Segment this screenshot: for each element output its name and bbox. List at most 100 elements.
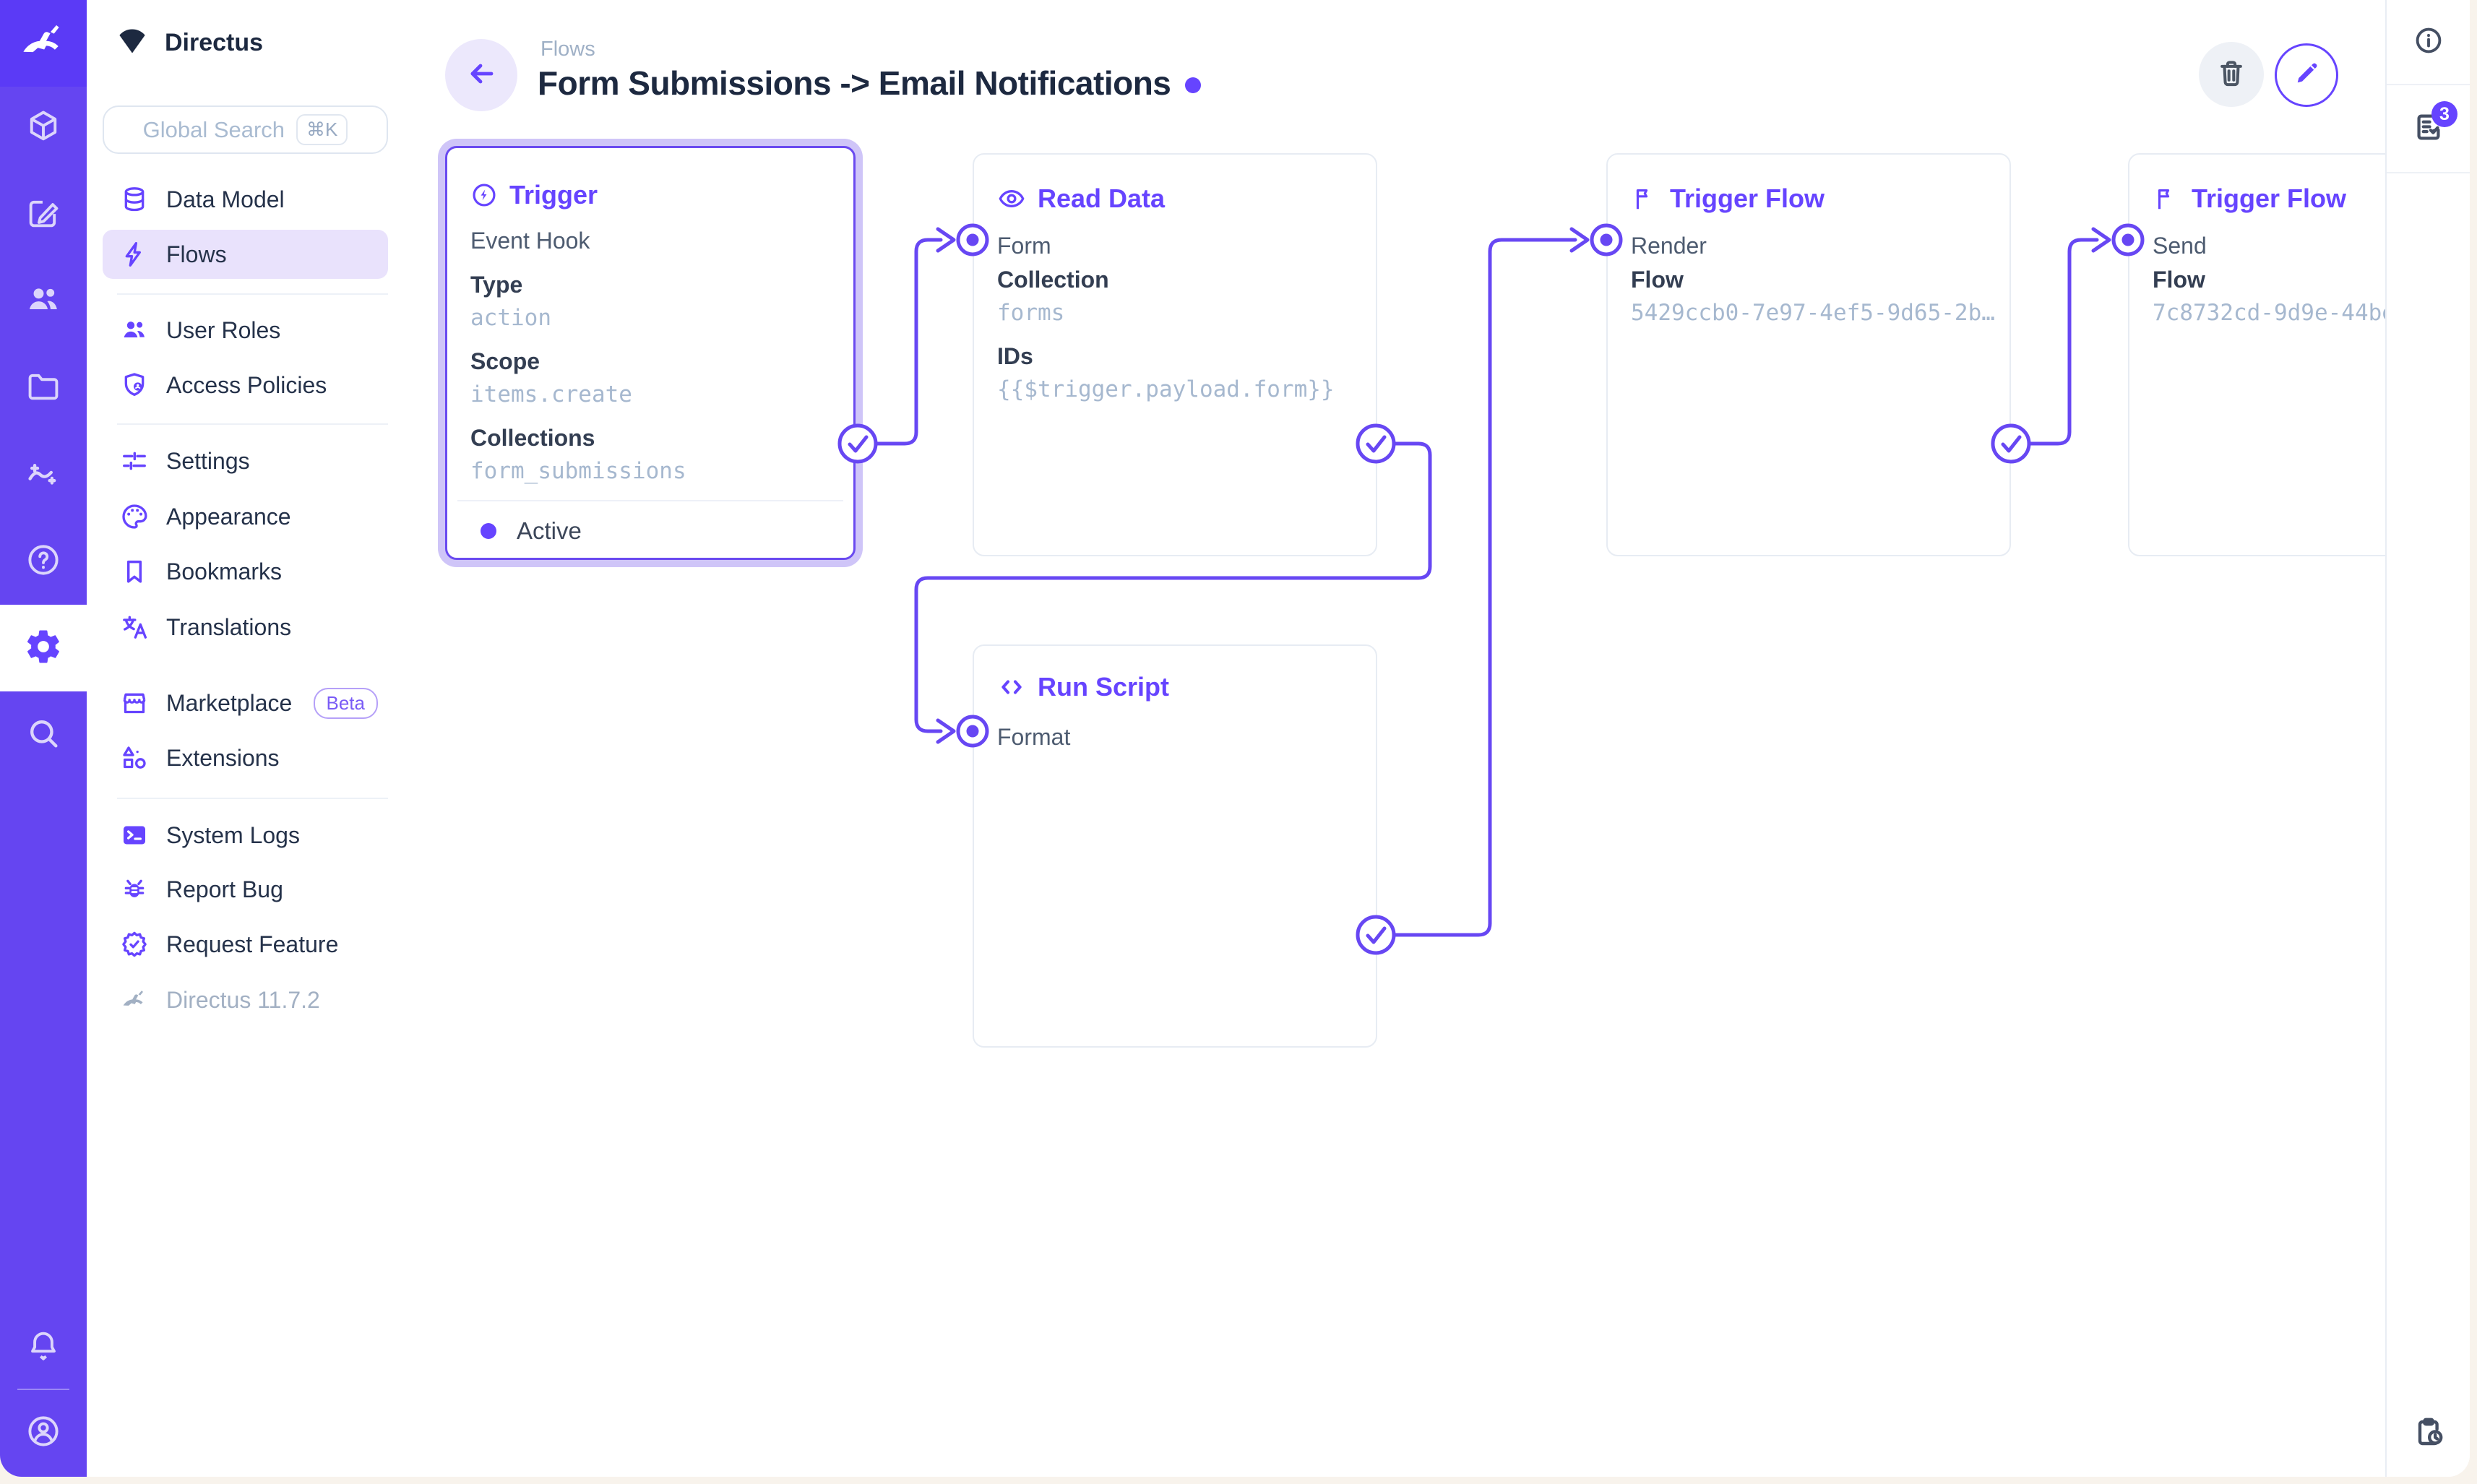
flow-panel-trigger-flow-render[interactable]: Trigger Flow Render Flow 5429ccb0-7e97-4… bbox=[1606, 153, 2011, 556]
input-label: Render bbox=[1631, 233, 1707, 259]
sidebar-item-request-feature[interactable]: Request Feature bbox=[103, 920, 388, 969]
sidebar-item-label: Settings bbox=[166, 447, 250, 474]
flow-canvas[interactable]: Trigger Event Hook Type action Scope ite… bbox=[405, 0, 2385, 1477]
field-value: action bbox=[470, 305, 551, 331]
bookmark-icon bbox=[120, 556, 150, 587]
panel-title-row: Trigger bbox=[470, 180, 833, 210]
sidebar-item-label: System Logs bbox=[166, 821, 300, 848]
flow-history-button[interactable] bbox=[2387, 1390, 2470, 1477]
sidebar-item-report-bug[interactable]: Report Bug bbox=[103, 865, 388, 914]
account-icon bbox=[25, 1412, 62, 1454]
flow-panel-trigger-flow-send[interactable]: Trigger Flow Send Flow 7c8732cd-9d9e-44b… bbox=[2128, 153, 2385, 556]
field-label: Collection bbox=[997, 267, 1109, 293]
active-status-dot bbox=[481, 523, 496, 539]
input-label: Form bbox=[997, 233, 1051, 259]
sidebar-item-label: Marketplace bbox=[166, 689, 293, 716]
field-label: Flow bbox=[2153, 267, 2205, 293]
module-insights[interactable] bbox=[0, 431, 87, 518]
module-editor[interactable] bbox=[0, 171, 87, 258]
module-bar-divider bbox=[17, 1389, 69, 1390]
arrowhead bbox=[2091, 227, 2111, 253]
flow-panel-trigger[interactable]: Trigger Event Hook Type action Scope ite… bbox=[445, 146, 856, 560]
arrowhead bbox=[936, 718, 956, 744]
account-button[interactable] bbox=[0, 1389, 87, 1476]
folder-icon bbox=[25, 368, 62, 409]
database-icon bbox=[120, 184, 150, 215]
page-title: Form Submissions -> Email Notifications bbox=[538, 64, 1171, 102]
sidebar-item-data-model[interactable]: Data Model bbox=[103, 175, 388, 224]
bolt-circle-icon bbox=[470, 181, 498, 209]
sidebar-item-flows[interactable]: Flows bbox=[103, 230, 388, 279]
sidebar-item-user-roles[interactable]: User Roles bbox=[103, 306, 388, 355]
pencil-icon bbox=[2291, 59, 2322, 92]
module-content[interactable] bbox=[0, 85, 87, 171]
translate-icon bbox=[120, 612, 150, 642]
panel-title: Read Data bbox=[1038, 184, 1166, 213]
module-files[interactable] bbox=[0, 345, 87, 431]
notifications-button[interactable] bbox=[0, 1304, 87, 1391]
sidebar-item-label: Extensions bbox=[166, 744, 280, 771]
edit-flow-button[interactable] bbox=[2275, 43, 2338, 107]
module-bar bbox=[0, 0, 87, 1477]
module-help[interactable] bbox=[0, 518, 87, 605]
directus-logo[interactable] bbox=[0, 0, 87, 87]
flow-panel-run-script[interactable]: Run Script Format bbox=[973, 644, 1377, 1048]
sidebar-item-label: Flows bbox=[166, 241, 227, 267]
project-row[interactable]: Directus bbox=[116, 22, 263, 64]
sidebar-item-label: Translations bbox=[166, 613, 292, 640]
sidebar-item-appearance[interactable]: Appearance bbox=[103, 492, 388, 541]
flow-panel-read-data[interactable]: Read Data Form Collection forms IDs {{$t… bbox=[973, 153, 1377, 556]
input-label: Format bbox=[997, 724, 1071, 750]
input-label: Send bbox=[2153, 233, 2207, 259]
settings-icon bbox=[24, 627, 63, 670]
page-title-row: Form Submissions -> Email Notifications bbox=[538, 64, 1202, 103]
sidebar-item-label: Data Model bbox=[166, 186, 285, 212]
panel-title: Run Script bbox=[1038, 672, 1170, 702]
panel-title: Trigger Flow bbox=[1670, 184, 1825, 213]
sidebar-item-access-policies[interactable]: Access Policies bbox=[103, 361, 388, 410]
field-label: IDs bbox=[997, 343, 1033, 369]
clipboard-clock-icon bbox=[2411, 1415, 2446, 1453]
palette-icon bbox=[120, 501, 150, 532]
shield-user-icon bbox=[120, 370, 150, 400]
module-settings[interactable] bbox=[0, 605, 87, 691]
insights-icon bbox=[25, 454, 62, 496]
sidebar-item-translations[interactable]: Translations bbox=[103, 603, 388, 652]
logs-sidebar-button[interactable] bbox=[2387, 85, 2470, 172]
sidebar-item-marketplace[interactable]: Marketplace Beta bbox=[103, 678, 388, 728]
sidebar-item-label: User Roles bbox=[166, 316, 281, 343]
field-value: 7c8732cd-9d9e-44be bbox=[2153, 300, 2385, 326]
bell-icon bbox=[25, 1327, 62, 1368]
user-roles-icon bbox=[120, 315, 150, 345]
connection-triggerflow1-to-triggerflow2 bbox=[2009, 238, 2099, 446]
field-label: Flow bbox=[1631, 267, 1684, 293]
delete-flow-button[interactable] bbox=[2199, 42, 2264, 107]
sidebar-item-bookmarks[interactable]: Bookmarks bbox=[103, 547, 388, 596]
version-row: Directus 11.7.2 bbox=[103, 975, 388, 1024]
sidebar-item-extensions[interactable]: Extensions bbox=[103, 733, 388, 782]
sidebar-item-settings[interactable]: Settings bbox=[103, 436, 388, 486]
search-icon bbox=[25, 715, 62, 756]
panel-divider bbox=[457, 500, 843, 501]
seal-check-icon bbox=[120, 929, 150, 959]
arrow-left-icon bbox=[464, 56, 499, 95]
global-search-input[interactable]: Global Search ⌘K bbox=[103, 105, 388, 154]
edit-icon bbox=[25, 194, 62, 236]
module-users[interactable] bbox=[0, 258, 87, 345]
tune-icon bbox=[120, 446, 150, 476]
breadcrumb[interactable]: Flows bbox=[540, 38, 595, 61]
flag-icon bbox=[2153, 185, 2180, 212]
rabbit-gray-icon bbox=[120, 985, 150, 1015]
back-button[interactable] bbox=[445, 39, 517, 111]
box-icon bbox=[25, 108, 62, 149]
version-label: Directus 11.7.2 bbox=[166, 986, 320, 1013]
field-label: Collections bbox=[470, 425, 595, 451]
info-sidebar-button[interactable] bbox=[2387, 0, 2470, 84]
module-search[interactable] bbox=[0, 691, 87, 778]
field-value: forms bbox=[997, 300, 1065, 326]
users-icon bbox=[25, 281, 62, 322]
search-placeholder: Global Search bbox=[142, 116, 285, 142]
sidebar-item-system-logs[interactable]: System Logs bbox=[103, 811, 388, 860]
connection-runscript-to-triggerflow1 bbox=[1374, 238, 1577, 937]
sidebar-item-label: Report Bug bbox=[166, 876, 283, 902]
